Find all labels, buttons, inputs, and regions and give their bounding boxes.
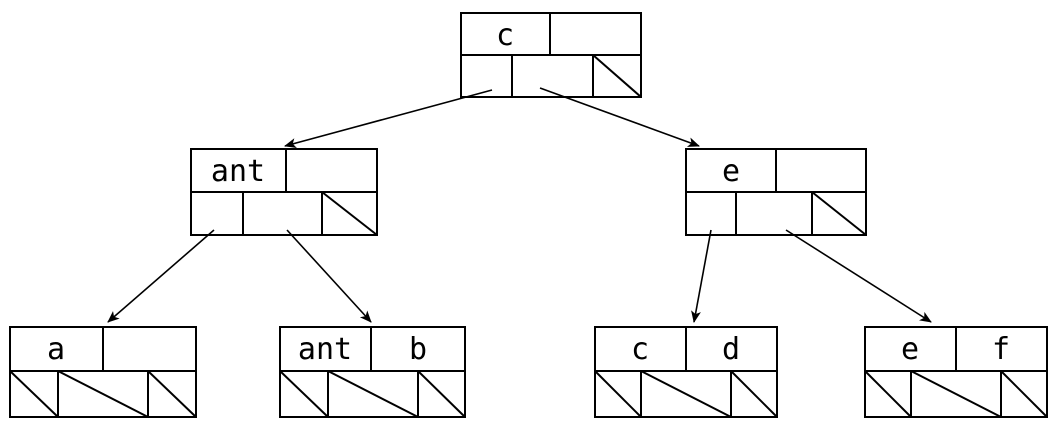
- node-leaf-c-d-key-2: d: [722, 332, 740, 367]
- node-leaf-e-f: e f: [864, 326, 1048, 418]
- null-pointer-slash: [321, 191, 378, 236]
- null-pointer-slash: [594, 370, 642, 418]
- null-pointer-slash: [730, 370, 778, 418]
- node-leaf-ant-b-key-1: ant: [298, 332, 352, 367]
- edge-right-internal-to-leaf-c-d: [691, 229, 712, 323]
- tree-edges: [107, 87, 932, 323]
- node-leaf-c-d: c d: [594, 326, 778, 418]
- edge-left-internal-to-leaf-ant-b: [286, 229, 372, 323]
- null-pointer-slash: [1000, 370, 1048, 418]
- edge-root-to-right-internal: [539, 87, 700, 147]
- node-left-internal: ant: [190, 148, 378, 236]
- node-leaf-e-f-key-2: f: [992, 332, 1010, 367]
- null-pointer-slash: [592, 54, 642, 98]
- null-pointer-slash: [57, 370, 149, 418]
- node-root-key-1: c: [496, 18, 514, 53]
- node-right-internal-key-1: e: [722, 154, 740, 189]
- null-pointer-slash: [640, 370, 732, 418]
- edge-left-internal-to-leaf-a: [107, 229, 215, 323]
- node-leaf-ant-b-key-2: b: [409, 332, 427, 367]
- node-leaf-a-key-1: a: [47, 332, 65, 367]
- null-pointer-slash: [147, 370, 197, 418]
- node-leaf-a: a: [9, 326, 197, 418]
- node-root: c: [460, 12, 642, 98]
- node-leaf-e-f-key-1: e: [901, 332, 919, 367]
- null-pointer-slash: [910, 370, 1002, 418]
- null-pointer-slash: [417, 370, 466, 418]
- null-pointer-slash: [327, 370, 419, 418]
- null-pointer-slash: [279, 370, 329, 418]
- edge-right-internal-to-leaf-e-f: [785, 229, 932, 323]
- node-right-internal: e: [685, 148, 867, 236]
- null-pointer-slash: [9, 370, 59, 418]
- node-left-internal-key-1: ant: [211, 154, 265, 189]
- node-leaf-ant-b: ant b: [279, 326, 466, 418]
- edge-root-to-left-internal: [284, 89, 493, 148]
- node-leaf-c-d-key-1: c: [631, 332, 649, 367]
- null-pointer-slash: [811, 191, 867, 236]
- null-pointer-slash: [864, 370, 912, 418]
